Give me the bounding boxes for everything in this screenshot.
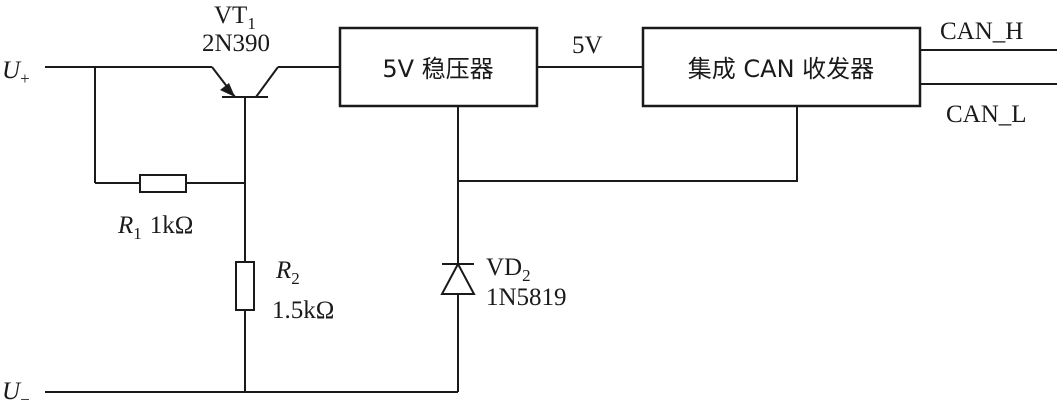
resistor-r2 <box>235 261 255 311</box>
transistor-collector-leg <box>255 66 279 98</box>
emitter-arrow-icon <box>220 83 235 97</box>
diode-part: 1N5819 <box>486 284 567 311</box>
regulator-box <box>338 26 539 108</box>
diode-name: VD2 <box>486 254 531 285</box>
transceiver-label: 集成 CAN 收发器 <box>688 55 874 83</box>
regulator-label: 5V 稳压器 <box>382 55 493 83</box>
r2-value: 1.5kΩ <box>272 297 334 324</box>
transceiver-box <box>641 26 922 108</box>
can-l-label: CAN_L <box>946 101 1027 128</box>
transistor-vt1 <box>211 66 279 98</box>
transistor-name: VT1 <box>214 2 256 33</box>
can-h-label: CAN_H <box>940 18 1023 45</box>
transistor-part: 2N390 <box>202 30 270 57</box>
diode-triangle-icon <box>440 261 476 295</box>
u-plus-label: U+ <box>2 57 30 88</box>
diode-vd2 <box>440 261 476 295</box>
u-minus-label: U− <box>2 378 30 403</box>
supply-5v-label: 5V <box>572 32 603 59</box>
resistor-r1 <box>139 174 187 193</box>
transceiver-ground-wire <box>458 106 798 182</box>
r2-name: R2 <box>275 257 300 288</box>
